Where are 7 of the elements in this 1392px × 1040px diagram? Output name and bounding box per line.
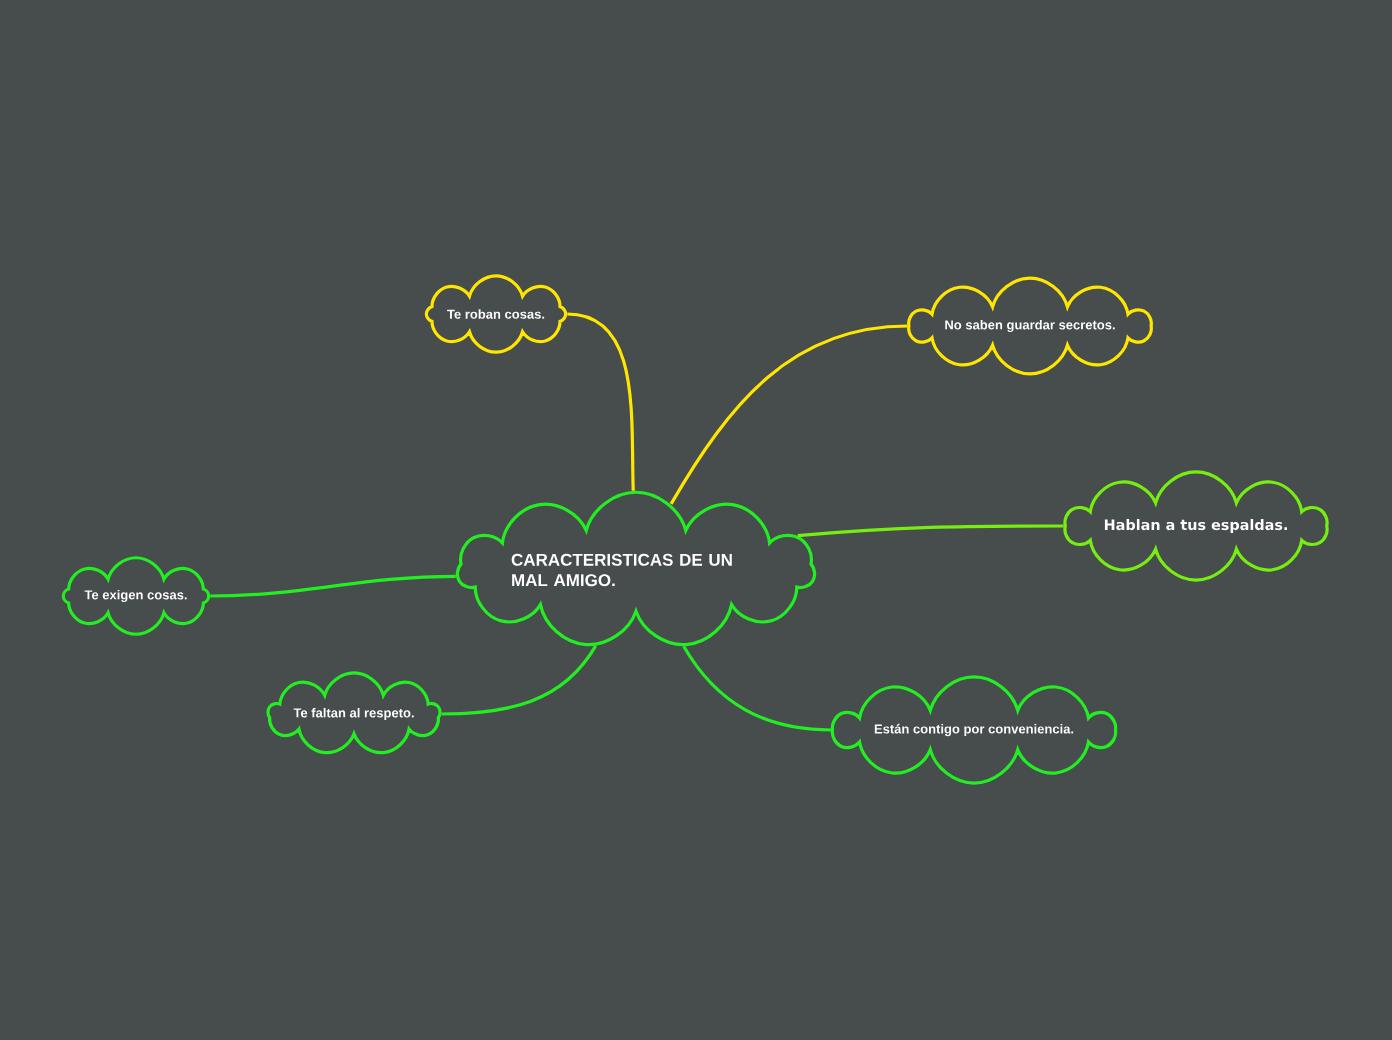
central-cloud: CARACTERISTICAS DE UN MAL AMIGO. <box>455 490 817 647</box>
connector-line <box>567 312 635 491</box>
connector-line <box>797 524 1064 538</box>
connector-line <box>210 574 456 598</box>
connector-line <box>669 324 908 505</box>
connector-line <box>441 645 597 716</box>
connector-line <box>682 645 831 732</box>
